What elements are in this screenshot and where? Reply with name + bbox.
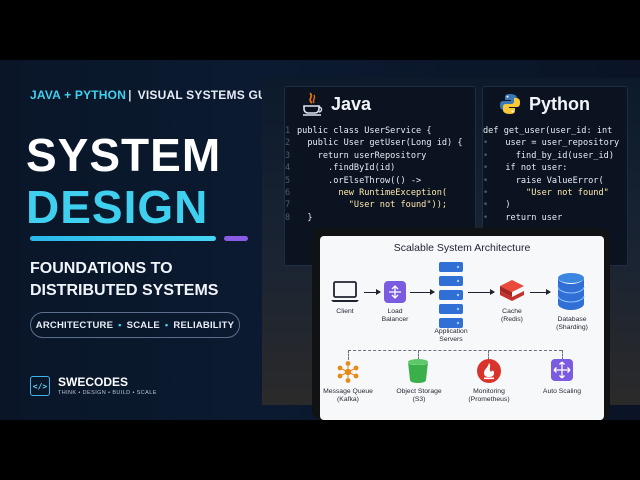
auto-scaling-icon: [551, 359, 573, 381]
letterbox-top: [0, 0, 640, 60]
code-line: new RuntimeException(: [297, 188, 448, 199]
dashed-drop: [348, 350, 349, 360]
architecture-diagram: Scalable System Architecture Client Load…: [320, 236, 604, 420]
python-logo-icon: [500, 94, 520, 114]
arrow-app-cache: [468, 287, 495, 297]
tagline-guide: VISUAL SYSTEMS GUIDE: [137, 88, 288, 102]
java-header: Java: [285, 87, 475, 121]
database-icon: [557, 273, 585, 310]
code-line: "User not found"));: [297, 200, 448, 211]
database-label: Database(Sharding): [556, 316, 588, 331]
dashed-drop: [488, 350, 489, 360]
subtitle: FOUNDATIONS TO DISTRIBUTED SYSTEMS: [30, 258, 270, 302]
java-label: Java: [331, 93, 372, 114]
tagline: JAVA + PYTHON| VISUAL SYSTEMS GUIDE: [30, 88, 287, 102]
code-line: find_by_id(user_id): [495, 150, 614, 161]
java-logo-icon: [303, 92, 323, 116]
title-underline: [30, 236, 216, 241]
dashed-drop: [418, 350, 419, 360]
monitoring-label: Monitoring(Prometheus): [468, 388, 510, 403]
title-system: SYSTEM: [26, 129, 222, 181]
code-line: .findById(id): [297, 163, 396, 174]
arrow-lb-app: [410, 287, 435, 297]
brand-name: SWECODES: [58, 375, 129, 389]
topics-pill: ARCHITECTURE • SCALE • RELIABILITY: [30, 312, 240, 338]
title-design: DESIGN: [26, 181, 209, 233]
letterbox-bottom: [0, 420, 640, 480]
brand-slogan: THINK • DESIGN • BUILD • SCALE: [58, 390, 157, 396]
code-line: if not user:: [495, 163, 568, 174]
title-underline-accent: [224, 236, 248, 241]
topic-separator: •: [118, 319, 122, 331]
redis-icon: [500, 280, 524, 301]
code-line: }: [297, 212, 313, 223]
code-line: raise ValueError(: [495, 175, 604, 186]
code-line: public User getUser(Long id) {: [297, 138, 463, 149]
arrow-client-lb: [364, 287, 381, 297]
dashed-drop: [562, 350, 563, 360]
code-line: return userRepository: [297, 150, 427, 161]
topic-reliability: RELIABILITY: [173, 319, 235, 331]
code-line: "User not found": [495, 188, 609, 199]
code-line: return user: [495, 212, 563, 223]
tagline-separator: |: [128, 88, 132, 102]
server-stack-icon: [439, 262, 463, 328]
auto-scaling-label: Auto Scaling: [542, 388, 582, 395]
cache-label: Cache(Redis): [501, 308, 523, 323]
python-code: def get_user(user_id: int• user = user_r…: [483, 126, 620, 223]
thumbnail[interactable]: JAVA + PYTHON| VISUAL SYSTEMS GUIDE SYSTE…: [0, 60, 640, 420]
code-line: user = user_repository: [495, 138, 620, 149]
python-label: Python: [529, 93, 590, 114]
code-line: public class UserService {: [297, 126, 432, 136]
code-line: def get_user(user_id: int: [483, 126, 613, 136]
laptop-icon: [331, 281, 359, 302]
code-line: ): [495, 200, 511, 211]
code-line: .orElseThrow(() ->: [297, 175, 422, 186]
load-balancer-icon: [384, 281, 406, 303]
prometheus-icon: [477, 359, 501, 383]
client-label: Client: [336, 308, 354, 315]
topic-scale: SCALE: [126, 319, 160, 331]
bucket-icon: [408, 359, 428, 383]
tagline-languages: JAVA + PYTHON: [30, 88, 127, 102]
object-storage-label: Object Storage(S3): [396, 388, 442, 403]
code-brackets-icon: </>: [30, 376, 50, 396]
diagram-title: Scalable System Architecture: [393, 242, 531, 254]
subtitle-line-2: DISTRIBUTED SYSTEMS: [30, 282, 219, 299]
topic-architecture: ARCHITECTURE: [35, 319, 114, 331]
kafka-icon: [337, 361, 359, 383]
message-queue-label: Message Queue(Kafka): [323, 388, 373, 403]
subtitle-line-1: FOUNDATIONS TO: [30, 260, 173, 277]
topic-separator: •: [164, 319, 169, 331]
arrow-cache-db: [530, 287, 551, 297]
python-header: Python: [483, 87, 627, 121]
dashed-connector: [348, 350, 562, 351]
